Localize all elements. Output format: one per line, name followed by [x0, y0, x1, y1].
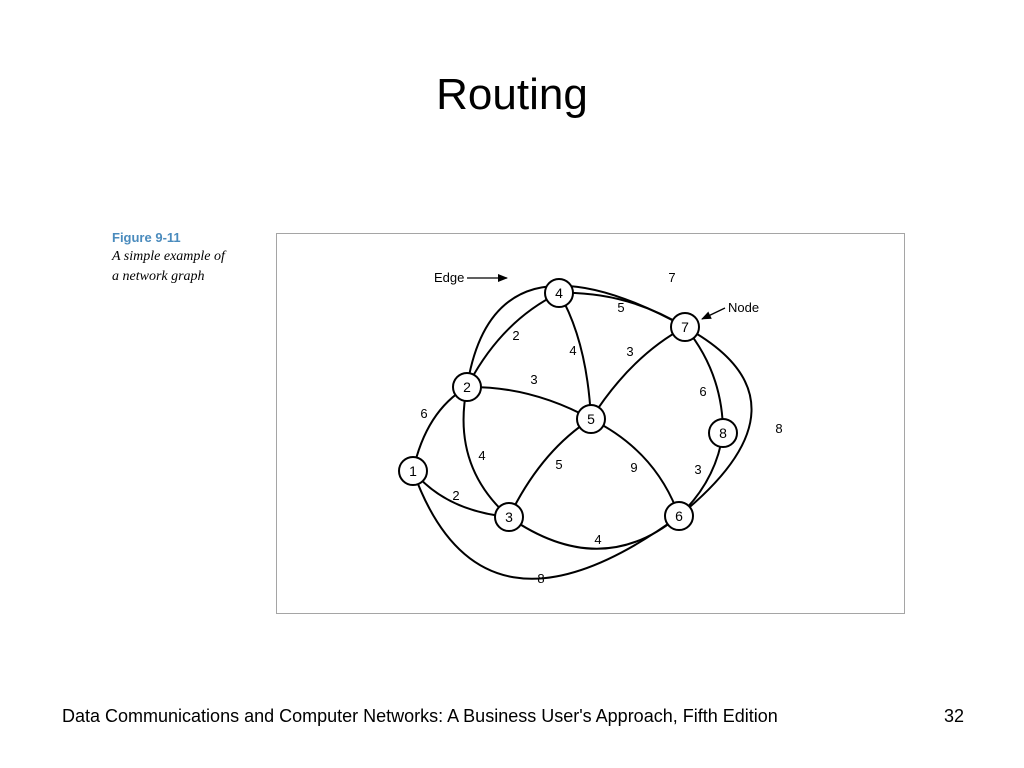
caption-line: a network graph: [112, 269, 205, 284]
node-annotation-arrow: [701, 307, 726, 320]
graph-edge: [462, 386, 510, 518]
graph-node-label: 4: [555, 285, 563, 301]
graph-node-circle: [494, 502, 524, 532]
graph-edge: [412, 470, 680, 580]
page-number: 32: [944, 706, 965, 726]
nodes-layer: 1 2 3 4 5 6 7 8: [398, 278, 738, 532]
graph-node-circle: [544, 278, 574, 308]
figure-number: Figure 9-11: [112, 230, 181, 245]
edge-weight-label: 3: [626, 344, 633, 359]
edge-weight-label: 4: [478, 448, 485, 463]
graph-node-circle: [452, 372, 482, 402]
graph-node: 4: [544, 278, 574, 308]
edge-weight-label: 6: [699, 384, 706, 399]
graph-node-label: 1: [409, 463, 417, 479]
graph-node-circle: [398, 456, 428, 486]
figure-caption: Figure 9-11 A simple example of a networ…: [112, 230, 262, 287]
weights-layer: 7 5 2 4 3 3 6 8 6 4 5 9 3 2 4 8: [420, 270, 782, 586]
edge-weight-label: 5: [617, 300, 624, 315]
edge-weight-label: 2: [452, 488, 459, 503]
edge-weight-label: 8: [775, 421, 782, 436]
edge-weight-label: 4: [594, 532, 601, 547]
graph-node-label: 8: [719, 425, 727, 441]
edge-weight-label: 9: [630, 460, 637, 475]
graph-node-label: 5: [587, 411, 595, 427]
figure-caption-text: A simple example of a network graph: [112, 247, 262, 287]
graph-edge: [678, 326, 753, 517]
graph-node-label: 3: [505, 509, 513, 525]
edge-weight-label: 7: [668, 270, 675, 285]
graph-edge: [412, 470, 510, 518]
edge-weight-label: 4: [569, 343, 576, 358]
graph-edge: [466, 284, 686, 388]
edge-weight-label: 5: [555, 457, 562, 472]
caption-line: A simple example of: [112, 249, 225, 264]
graph-node: 1: [398, 456, 428, 486]
edges-layer: [412, 284, 753, 580]
graph-edge: [466, 385, 592, 420]
slide-title: Routing: [436, 70, 588, 119]
graph-node-circle: [664, 501, 694, 531]
edge-weight-label: 8: [537, 571, 544, 586]
graph-node-circle: [576, 404, 606, 434]
edge-weight-label: 3: [694, 462, 701, 477]
graph-edge: [590, 326, 686, 420]
edge-weight-label: 2: [512, 328, 519, 343]
graph-edge: [590, 418, 680, 517]
graph-edge: [684, 326, 724, 434]
graph-node-circle: [670, 312, 700, 342]
footer-text: Data Communications and Computer Network…: [62, 706, 778, 726]
graph-node: 7: [670, 312, 700, 342]
graph-node-circle: [708, 418, 738, 448]
node-annotation: Node: [701, 300, 759, 320]
graph-node: 5: [576, 404, 606, 434]
edge-annotation-label: Edge: [434, 270, 464, 285]
graph-node: 3: [494, 502, 524, 532]
graph-node: 8: [708, 418, 738, 448]
graph-node-label: 7: [681, 319, 689, 335]
graph-node: 6: [664, 501, 694, 531]
node-annotation-label: Node: [728, 300, 759, 315]
graph-node-label: 6: [675, 508, 683, 524]
graph-node: 2: [452, 372, 482, 402]
edge-weight-label: 3: [530, 372, 537, 387]
edge-weight-label: 6: [420, 406, 427, 421]
graph-node-label: 2: [463, 379, 471, 395]
graph-edge: [508, 418, 592, 518]
edge-annotation: Edge: [434, 270, 508, 285]
